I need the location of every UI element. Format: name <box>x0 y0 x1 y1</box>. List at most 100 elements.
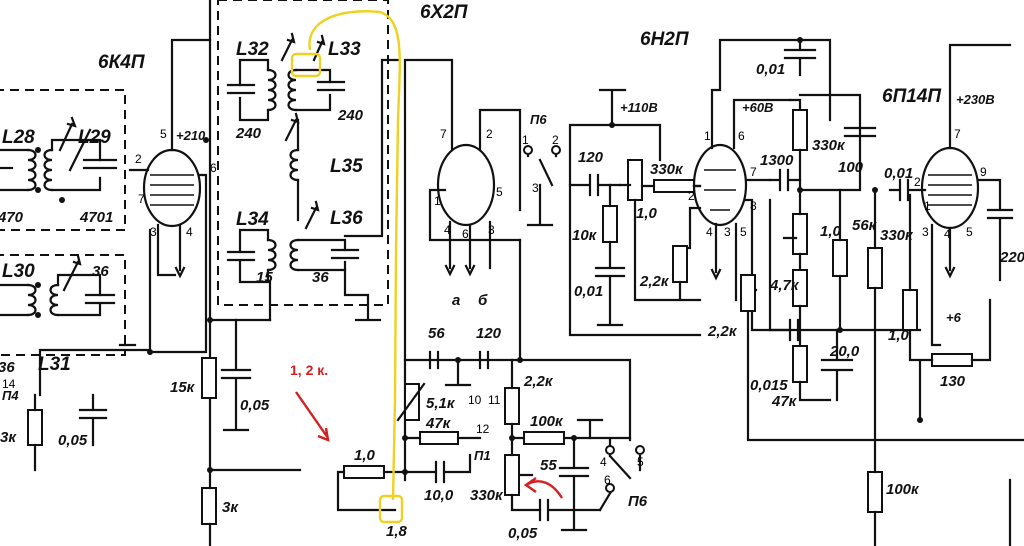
label-r51k: 5,1к <box>426 395 456 412</box>
label-l34: L34 <box>236 209 269 230</box>
label-r22kb: 2,2к <box>639 273 670 290</box>
label-c100: 10,0 <box>424 487 454 504</box>
tube-6h2p <box>436 143 496 227</box>
red-arrow-right <box>523 477 564 499</box>
resistor-130 <box>931 353 973 367</box>
red-note-1-2k: 1, 2 к. <box>290 362 328 378</box>
coil-l35 <box>289 148 300 182</box>
label-u6: +6 <box>946 310 962 325</box>
pin-6k4p-4: 4 <box>186 225 193 239</box>
coil-l36 <box>289 238 300 272</box>
pin-6n2p-3: 3 <box>724 225 731 239</box>
resistor-15k <box>201 357 217 399</box>
pin-sw6: 6 <box>604 473 611 487</box>
label-r22kc: 2,2к <box>707 323 738 340</box>
label-tube-6k4p: 6К4П <box>98 52 145 73</box>
label-u210: +210 <box>176 128 206 143</box>
pin-6h2p-6: 6 <box>462 227 469 241</box>
pin-6n2p-2: 2 <box>688 189 695 203</box>
label-c005a: 0,05 <box>240 397 270 414</box>
pin-6p14p-1: 1 <box>924 199 931 213</box>
label-r10d: 1,0 <box>888 327 910 344</box>
label-r22k-det: 2,2к <box>523 373 554 390</box>
label-r56k: 56к <box>852 217 878 234</box>
pin-6k4p-2: 2 <box>135 152 142 166</box>
label-r15k: 15к <box>170 379 196 396</box>
yellow-highlight-box-top <box>290 52 322 78</box>
if-stage-6k4p: L28 L29 470 4701 L30 L31 36 36 3к П4 14 … <box>0 38 217 472</box>
potentiometer-1-0 <box>627 159 643 201</box>
pin-6k4p-6: 6 <box>210 161 217 175</box>
label-r10k: 10к <box>572 227 598 244</box>
pin-6n2p-7: 7 <box>750 165 757 179</box>
label-r330kc: 330к <box>812 137 846 154</box>
label-c005-left: 0,05 <box>58 432 88 449</box>
resistor-47k-tone <box>792 345 808 383</box>
pin-sw4: 4 <box>600 455 607 469</box>
pin-6p14p-3: 3 <box>922 225 929 239</box>
pin-6k4p-3: 3 <box>150 225 157 239</box>
pin-6h2p-7: 7 <box>440 127 447 141</box>
tube-6n2p <box>692 143 748 227</box>
coil-l32 <box>266 68 277 112</box>
label-r47kc: 47к <box>771 393 798 410</box>
label-r100k-det: 100к <box>530 413 564 430</box>
label-r100kb: 100к <box>886 481 920 498</box>
label-r10: 1,0 <box>354 447 376 464</box>
label-r10c: 1,0 <box>820 223 842 240</box>
label-l28: L28 <box>2 127 35 148</box>
label-c001a: 0,01 <box>574 283 603 300</box>
pin-sw10: 10 <box>468 393 482 407</box>
label-c4701: 4701 <box>79 209 113 226</box>
yellow-highlight-box-bottom <box>378 494 404 524</box>
label-c0015: 0,015 <box>750 377 788 394</box>
label-p6-lower: П6 <box>628 493 648 510</box>
label-c2200: 2200 <box>999 249 1024 266</box>
label-c200: 20,0 <box>829 343 860 360</box>
pin-6h2p-3: 3 <box>488 223 495 237</box>
label-r330k-vol: 330к <box>470 487 504 504</box>
shield-l30-l31 <box>0 254 126 356</box>
label-l30: L30 <box>2 261 35 282</box>
resistor-3k-left <box>27 409 43 446</box>
pin-sw3: 3 <box>532 181 539 195</box>
coil-l34 <box>266 238 277 272</box>
label-c120b: 120 <box>578 149 604 166</box>
label-c120a: 120 <box>476 325 502 342</box>
resistor-1-0-output <box>902 289 918 331</box>
label-tube-6p14p: 6П14П <box>882 86 941 107</box>
red-arrow-left <box>295 391 330 442</box>
label-tube-6h2p: 6Х2П <box>420 2 468 23</box>
resistor-330k-output <box>867 247 883 289</box>
label-u110: +110В <box>620 100 658 115</box>
tube-6p14p <box>920 146 980 230</box>
shield-l32-l36 <box>217 0 389 306</box>
yellow-highlight-wire <box>308 10 401 501</box>
resistor-2-2k-detector <box>504 387 520 425</box>
pin-6p14p-5: 5 <box>966 225 973 239</box>
label-c56a: 56 <box>428 325 445 342</box>
label-c470: 470 <box>0 209 24 226</box>
label-c001b: 0,01 <box>756 61 785 78</box>
coil-l28 <box>26 148 37 192</box>
preamp-6n2p: 6Н2П П6 1 2 3 120 +110В 1,0 330к 10к 0,0… <box>522 29 1024 442</box>
label-r130: 130 <box>940 373 966 390</box>
potentiometer-330k <box>504 454 520 496</box>
pin-6k4p-7: 7 <box>138 192 145 206</box>
label-r47kb: 4,7к <box>769 277 800 294</box>
coil-l30 <box>26 283 37 317</box>
pin-6p14p-7: 7 <box>954 127 961 141</box>
label-c55: 55 <box>540 457 557 474</box>
label-l35: L35 <box>330 156 363 177</box>
label-u60: +60В <box>742 100 773 115</box>
resistor-100k-detector <box>523 431 565 445</box>
resistor-10k <box>602 205 618 243</box>
label-l29: L29 <box>78 127 111 148</box>
resistor-2-2k-tone <box>740 274 756 312</box>
label-tube-6n2p: 6Н2П <box>640 29 689 50</box>
pin-6n2p-4: 4 <box>706 225 713 239</box>
label-c36a: 36 <box>92 263 109 280</box>
pin-6p14p-4: 4 <box>944 227 951 241</box>
pin-6h2p-4: 4 <box>444 223 451 237</box>
